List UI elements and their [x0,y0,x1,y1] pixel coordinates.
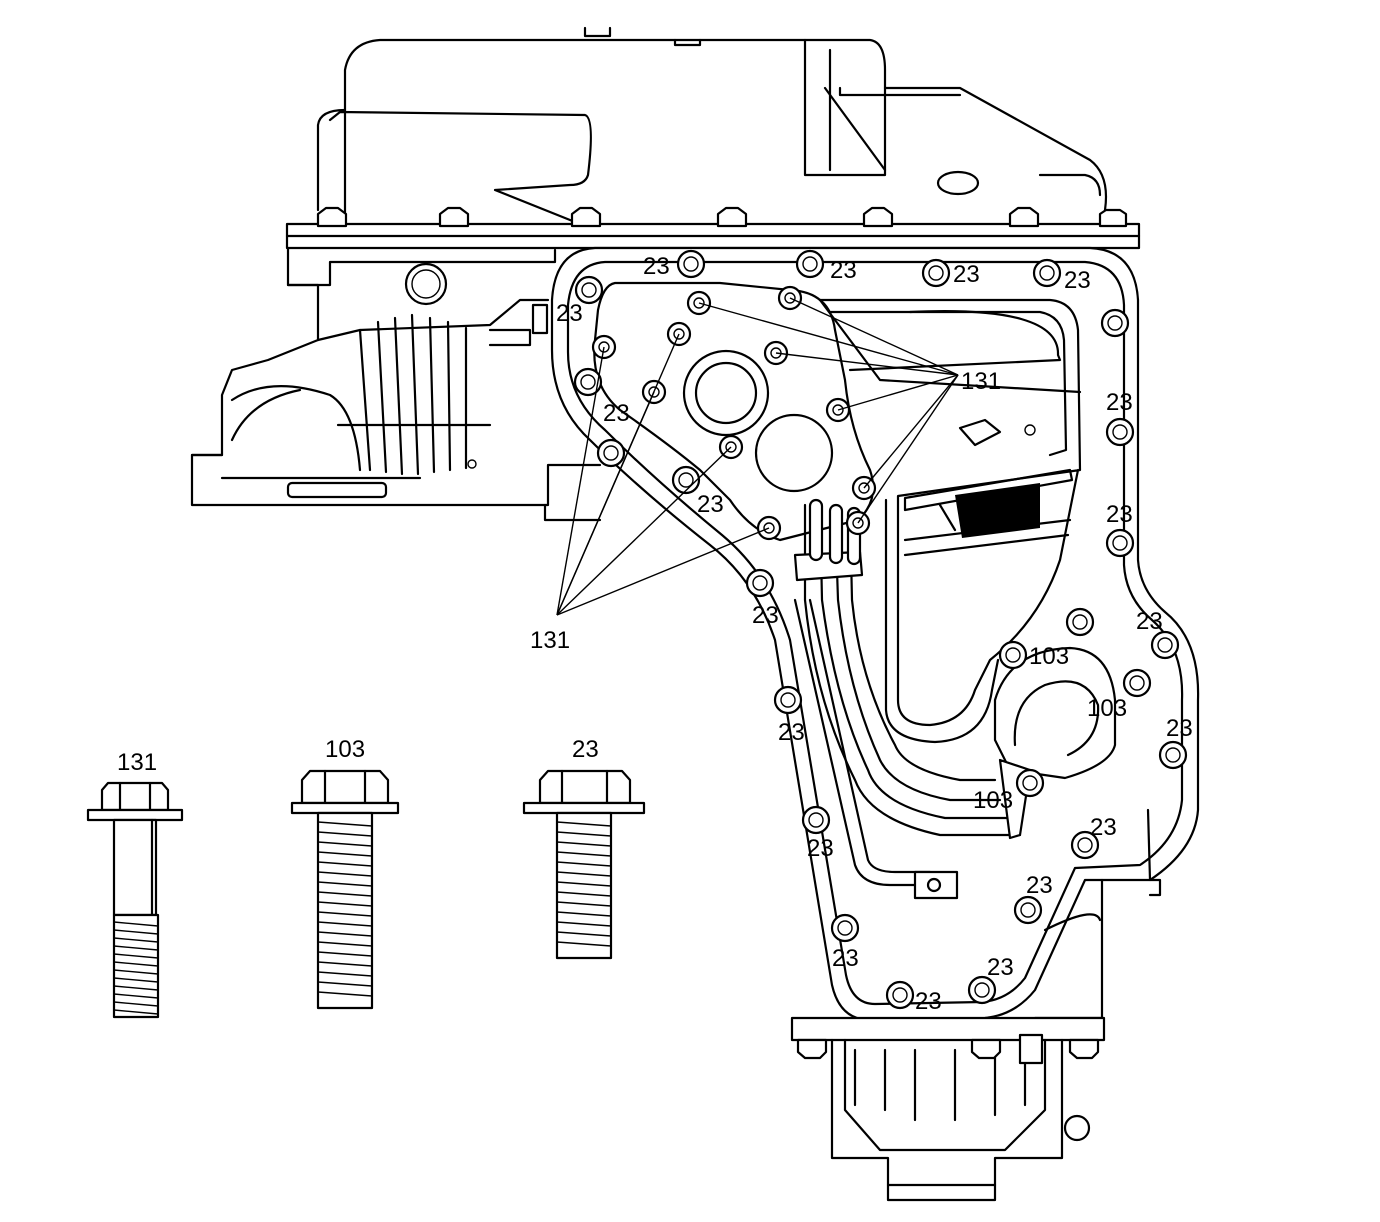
bolt-23-illustration: 23 [522,736,646,960]
lower-housing [790,808,1162,1202]
callout-23: 23 [1106,389,1133,416]
callout-103: 103 [973,787,1013,814]
callout-23: 23 [807,835,834,862]
callout-103: 103 [1087,695,1127,722]
callout-23: 23 [1106,501,1133,528]
callout-23: 23 [1090,814,1117,841]
callout-23: 23 [832,945,859,972]
ribbed-area [903,483,1072,557]
callout-23: 23 [643,253,670,280]
cover-bolts-23 [573,249,1188,1010]
cv-boot [358,313,468,476]
callout-23: 23 [778,719,805,746]
callout-23: 23 [830,257,857,284]
callout-23: 23 [1064,267,1091,294]
callout-23: 23 [987,954,1014,981]
callout-23: 23 [752,602,779,629]
main-cover [550,246,1200,1022]
bolt-131-illustration: 131 [86,749,184,1019]
cover-bolts-103 [998,640,1152,798]
callout-23: 23 [1166,715,1193,742]
flange-bolts [316,206,1128,228]
leader-lines [556,297,959,616]
callout-23: 23 [603,400,630,427]
callout-23: 23 [953,261,980,288]
callout-131: 131 [961,368,1001,395]
callout-23: 23 [697,491,724,518]
bolt-103-illustration: 103 [290,736,400,1010]
callout-23: 23 [915,988,942,1015]
bolt-131-label: 131 [117,749,157,776]
callout-23: 23 [556,300,583,327]
upper-housing [285,26,1141,250]
callout-labels: 23 23 23 23 23 23 23 23 23 23 23 23 23 2… [530,253,1193,1015]
bolt-23-label: 23 [572,736,599,763]
bolt-103-label: 103 [325,736,365,763]
callout-23: 23 [1026,872,1053,899]
bolt-legend: 131 103 [86,736,646,1019]
left-housing [190,246,602,522]
callout-131: 131 [530,627,570,654]
callout-23: 23 [1136,608,1163,635]
callout-103: 103 [1029,643,1069,670]
fluid-tubes [793,498,1032,900]
